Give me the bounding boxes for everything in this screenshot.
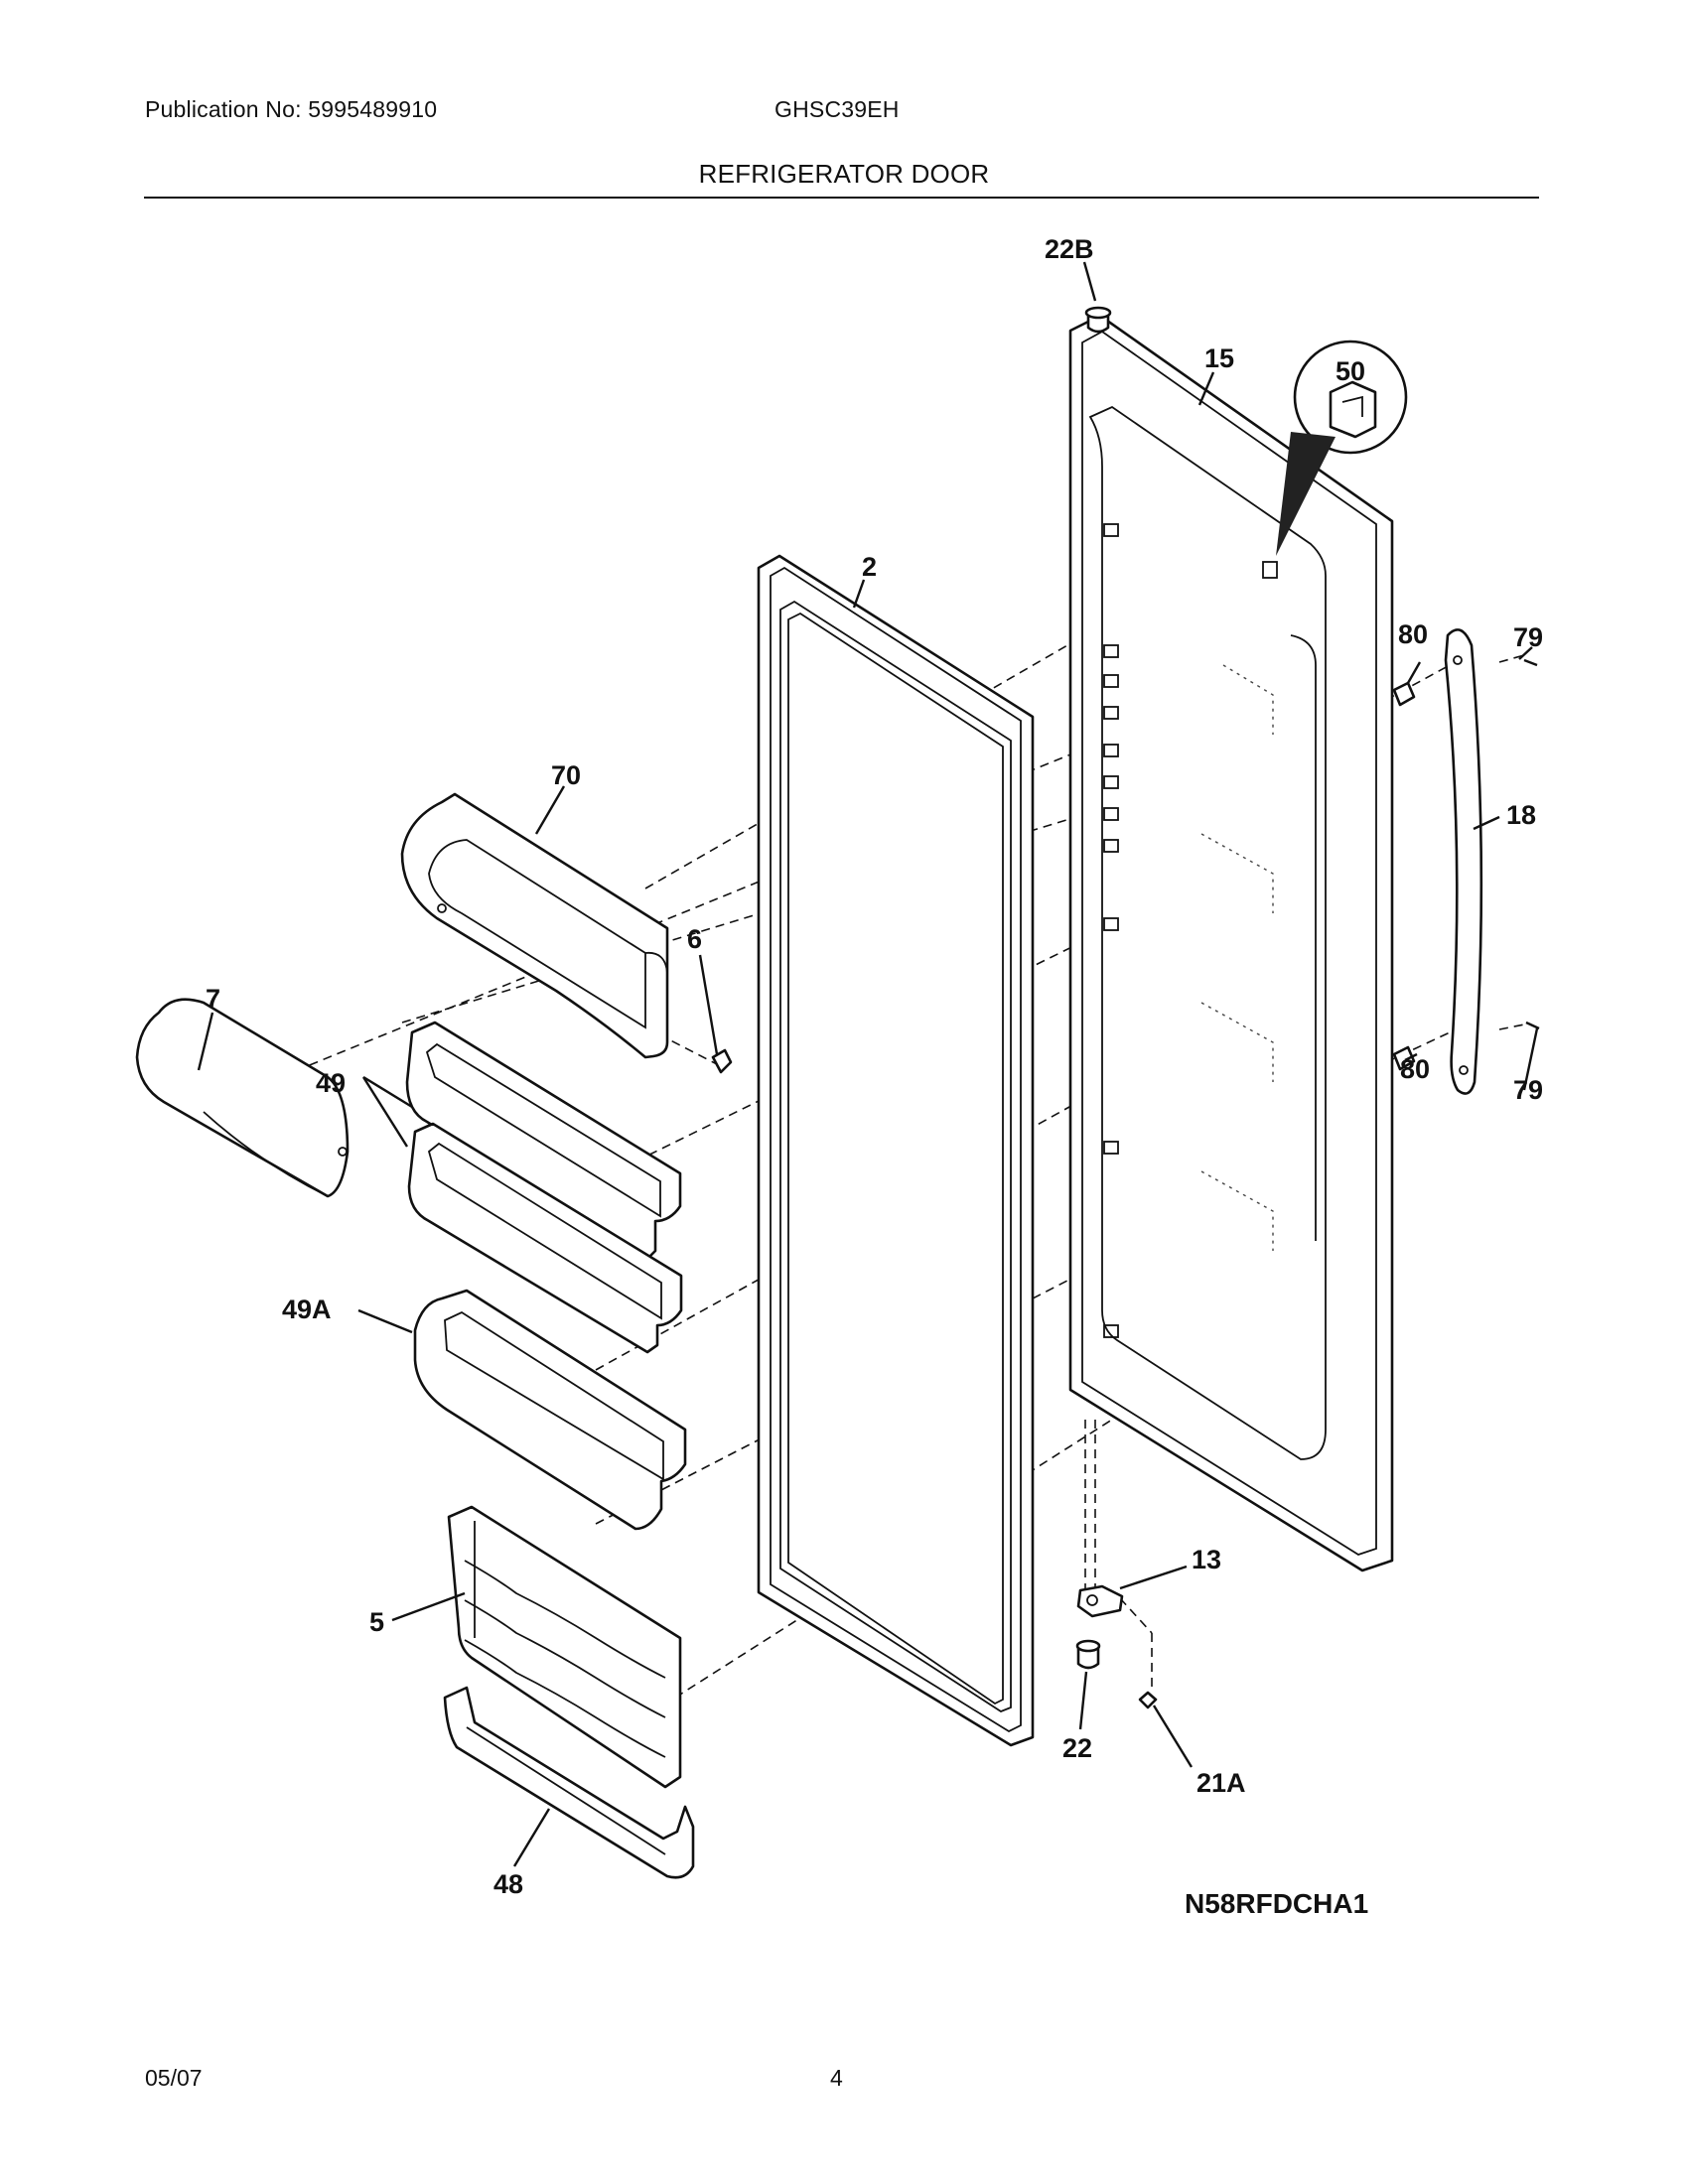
door-bin-49-lower (407, 1122, 683, 1354)
dairy-housing-70 (400, 792, 669, 1059)
callout-13: 13 (1192, 1545, 1221, 1574)
hinge-bushing-22 (1075, 1639, 1101, 1670)
callout-22: 22 (1062, 1733, 1092, 1763)
door-bin-49-upper (405, 1021, 682, 1261)
handle-stud-80 (1392, 681, 1416, 1071)
door-handle-18 (1444, 628, 1483, 1095)
clip-6 (711, 1048, 733, 1074)
shelf-clips (1103, 523, 1119, 1338)
callout-5: 5 (369, 1607, 384, 1637)
callout-18: 18 (1506, 800, 1536, 830)
callout-15: 15 (1204, 343, 1234, 373)
header-divider (144, 197, 1539, 199)
door-bin-49a (413, 1289, 687, 1531)
callout-21a: 21A (1196, 1768, 1246, 1798)
door-gasket-2 (757, 554, 1035, 1747)
callout-labels: 22B 15 50 2 80 79 18 70 6 7 49 80 79 49A… (206, 234, 1543, 1919)
hinge-bushing-22b (1084, 306, 1112, 334)
callout-22b: 22B (1045, 234, 1094, 264)
callout-80-lower: 80 (1400, 1054, 1430, 1084)
callout-50: 50 (1336, 356, 1365, 386)
callout-70: 70 (551, 760, 581, 790)
callout-7: 7 (206, 984, 220, 1014)
screw-21a (1138, 1691, 1158, 1709)
diagram-code: N58RFDCHA1 (1185, 1888, 1368, 1919)
screw-79 (1523, 658, 1540, 1030)
dairy-cover-7 (135, 998, 350, 1198)
page-title: REFRIGERATOR DOOR (698, 159, 990, 189)
publication-number: Publication No: 5995489910 (145, 96, 438, 122)
model-number: GHSC39EH (774, 96, 900, 122)
callout-80-upper: 80 (1398, 619, 1428, 649)
callout-49a: 49A (282, 1295, 332, 1324)
bottom-bin-48 (443, 1686, 695, 1879)
leader-lines (197, 261, 1539, 1867)
detail-circle-50 (1276, 340, 1408, 556)
callout-48: 48 (493, 1869, 523, 1899)
callout-79-lower: 79 (1513, 1075, 1543, 1105)
can-rack-5 (447, 1505, 682, 1789)
callout-49: 49 (316, 1068, 346, 1098)
door-panel-15 (1068, 314, 1394, 1572)
page-number: 4 (830, 2065, 843, 2091)
callout-79-upper: 79 (1513, 622, 1543, 652)
callout-6: 6 (687, 924, 702, 954)
callout-2: 2 (862, 552, 877, 582)
hinge-bracket-13 (1076, 1584, 1124, 1618)
footer-date: 05/07 (145, 2065, 203, 2091)
